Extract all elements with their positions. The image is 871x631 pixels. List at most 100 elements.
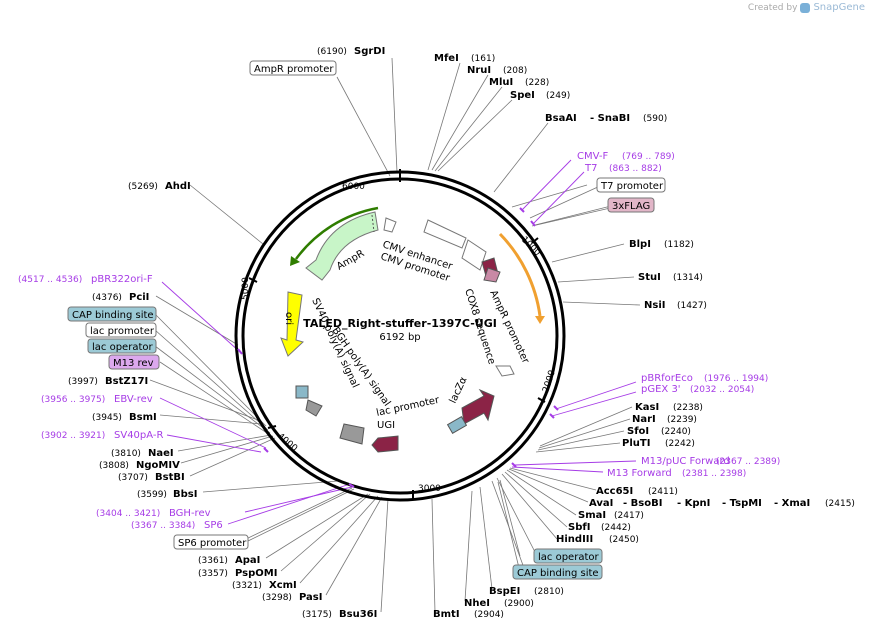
box-lac-operator-bottom: lac operator [538, 552, 599, 563]
primer-cmv-f: CMV-F [577, 151, 608, 162]
ampr-promoter-small-arrow [383, 217, 397, 233]
ori-feature-arrow[interactable] [280, 291, 304, 357]
enzyme-pasi-pos: (3298) [262, 593, 292, 603]
ugi-feature-arrow[interactable] [371, 435, 399, 453]
enzyme-smai: SmaI [578, 510, 606, 521]
created-by-text: Created by [747, 2, 798, 13]
laczalpha-feature-arrow[interactable] [461, 388, 495, 425]
enzyme-ahdi-pos: (5269) [128, 182, 158, 192]
primer-pbrforeco-pos: (1976 .. 1994) [704, 374, 768, 384]
enzyme-avai: AvaI [589, 498, 613, 509]
cmv-enhancer-arrow[interactable] [423, 219, 467, 249]
enzyme-mfei-pos: (161) [471, 54, 495, 64]
box-cap-left: CAP binding site [72, 310, 154, 321]
snapgene-logo-icon [800, 2, 811, 13]
enzyme-acc65i: Acc65I [596, 486, 633, 497]
enzyme-nari-pos: (2239) [667, 415, 697, 425]
enzyme-bstbi: BstBI [155, 472, 185, 483]
label-ugi: UGI [377, 420, 395, 431]
enzyme-nsii-pos: (1427) [677, 301, 707, 311]
bgh-polya-box[interactable] [339, 423, 365, 445]
tick-label-6000: 6000 [342, 182, 365, 192]
primer-pbr322ori-f: pBR322ori-F [91, 274, 153, 285]
primer-t7: T7 [584, 163, 597, 174]
enzyme-pcii: PciI [129, 292, 149, 303]
enzyme-bsmi: BsmI [129, 412, 157, 423]
primer-sp6-pos: (3367 .. 3384) [131, 521, 195, 531]
box-m13-rev: M13 rev [113, 358, 154, 369]
box-sp6-promoter: SP6 promoter [178, 538, 247, 549]
brand-name: SnapGene [813, 2, 865, 13]
enzyme-pluti-pos: (2242) [665, 439, 695, 449]
enzyme-bstbi-pos: (3707) [118, 473, 148, 483]
enzyme-sgrdi: SgrDI [354, 46, 385, 57]
box-cap-bottom: CAP binding site [517, 568, 599, 579]
primer-pbr322ori-f-pos: (4517 .. 4536) [18, 275, 82, 285]
ampr-arc [294, 206, 379, 260]
enzyme-bsu36i-pos: (3175) [302, 610, 332, 620]
enzyme-snabi: - SnaBI [590, 113, 630, 124]
sv40-polya-box[interactable] [305, 399, 323, 417]
lac-promoter-small-arrow [495, 365, 515, 377]
primer-cmv-f-pos: (769 .. 789) [622, 152, 675, 162]
primer-pgex3: pGEX 3' [641, 384, 681, 395]
primer-pbrforeco: pBRforEco [641, 373, 693, 384]
orange-arc-arrowhead [535, 316, 545, 324]
enzyme-avai-pos: (2415) [825, 499, 855, 509]
enzyme-naei: NaeI [148, 448, 174, 459]
box-lac-operator-left: lac operator [92, 342, 153, 353]
enzyme-naei-pos: (3810) [111, 449, 141, 459]
enzyme-hindiii-pos: (2450) [609, 535, 639, 545]
enzyme-sfoi: SfoI [627, 426, 649, 437]
enzyme-pspomi: PspOMI [235, 568, 277, 579]
primer-sp6: SP6 [204, 520, 223, 531]
enzyme-xcmi-pos: (3321) [232, 581, 262, 591]
inner-cap-box [295, 385, 309, 399]
enzyme-stui-pos: (1314) [673, 273, 703, 283]
enzyme-blpi-pos: (1182) [664, 240, 694, 250]
primer-t7-pos: (863 .. 882) [609, 164, 662, 174]
enzyme-kasi: KasI [635, 402, 659, 413]
enzyme-bsu36i: Bsu36I [339, 609, 377, 620]
primer-pgex3-pos: (2032 .. 2054) [690, 385, 754, 395]
primer-leader-lines [159, 159, 637, 525]
orange-feature-arc [498, 232, 542, 317]
primer-m13-puc-forward: M13/pUC Forward [641, 456, 730, 467]
enzyme-bsaai: BsaAI [545, 113, 577, 124]
enzyme-mlui: MluI [489, 77, 513, 88]
box-3xflag: 3xFLAG [612, 201, 650, 212]
primer-ebv-rev-pos: (3956 .. 3975) [41, 395, 105, 405]
enzyme-apai: ApaI [235, 555, 260, 566]
label-ori: ori [283, 312, 294, 325]
cmv-promoter-arrow[interactable] [461, 239, 487, 271]
primer-bgh-rev: BGH-rev [169, 508, 211, 519]
enzyme-kasi-pos: (2238) [673, 403, 703, 413]
tick-label-1000: 1000 [519, 235, 542, 258]
primer-m13-forward: M13 Forward [607, 468, 672, 479]
enzyme-blpi: BlpI [629, 239, 651, 250]
primer-m13-forward-pos: (2381 .. 2398) [682, 469, 746, 479]
enzyme-stui: StuI [638, 272, 661, 283]
tick-label-3000: 3000 [418, 484, 441, 494]
enzyme-tspmi: - TspMI [722, 498, 762, 509]
tick-marks [248, 169, 546, 500]
enzyme-pasi: PasI [299, 592, 322, 603]
enzyme-bbsi-pos: (3599) [137, 490, 167, 500]
label-laczalpha: lacZα [448, 375, 470, 405]
enzyme-acc65i-pos: (2411) [648, 487, 678, 497]
primer-bgh-rev-pos: (3404 .. 3421) [96, 509, 160, 519]
enzyme-smai-pos: (2417) [614, 511, 644, 521]
enzyme-nsii: NsiI [644, 300, 665, 311]
enzyme-bspei-pos: (2810) [534, 587, 564, 597]
box-ampr-promoter-top: AmpR promoter [254, 64, 334, 75]
enzyme-bstz17i-pos: (3997) [68, 377, 98, 387]
enzyme-spei: SpeI [510, 90, 535, 101]
label-sv40: SV40 poly(A) signal [309, 297, 360, 390]
primer-sv40pa-r-pos: (3902 .. 3921) [41, 431, 105, 441]
enzyme-xmai: - XmaI [774, 498, 810, 509]
tick-label-5000: 5000 [241, 277, 251, 300]
leader-lines [149, 57, 641, 613]
lac-operator-box-inner [446, 415, 468, 435]
ampr-feature-arrow[interactable] [305, 211, 379, 281]
enzyme-bsaai-pos: (590) [643, 114, 667, 124]
